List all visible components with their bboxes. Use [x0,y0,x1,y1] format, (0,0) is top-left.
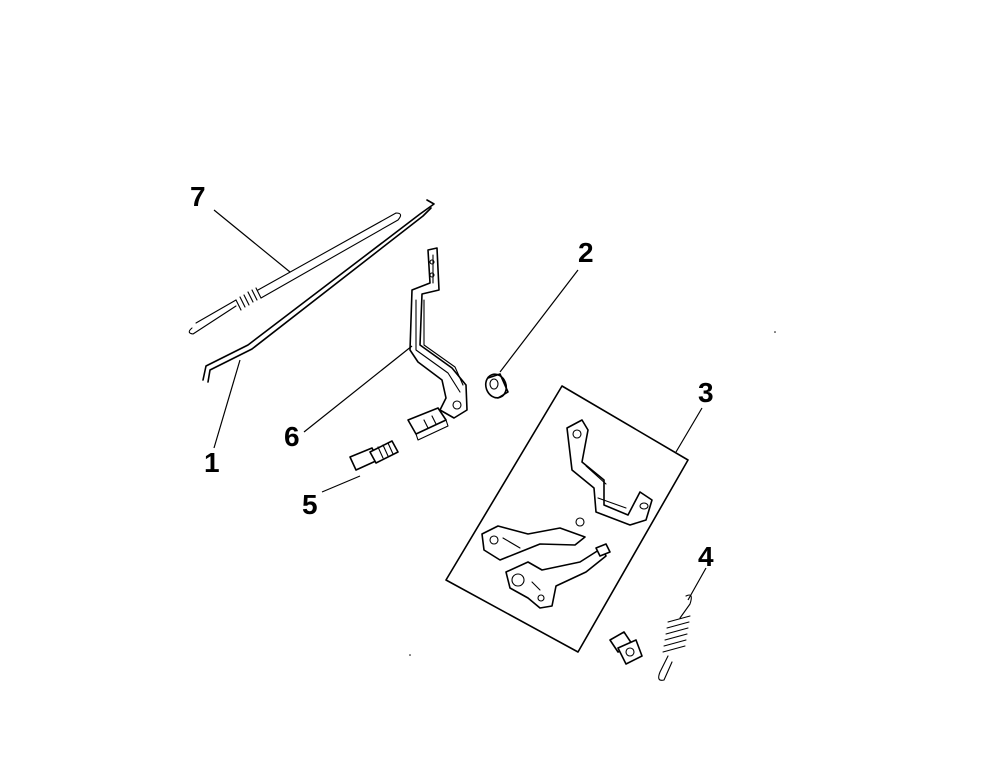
governor-lever [407,247,468,441]
label-part-6: 6 [284,421,300,452]
bolt [349,440,399,471]
label-part-1: 1 [204,447,220,478]
return-spring [658,594,692,681]
governor-link-rod [202,199,435,383]
leader-lines [213,209,707,601]
label-part-3: 3 [698,377,714,408]
hex-screw [609,631,643,665]
callout-labels: 7 2 3 6 1 5 4 [190,181,714,572]
label-part-2: 2 [578,237,594,268]
governor-spring-link [188,212,402,335]
label-part-7: 7 [190,181,206,212]
scan-specks [409,331,776,656]
bushing [484,373,509,399]
control-bracket-assembly [445,385,689,653]
label-part-5: 5 [302,489,318,520]
label-part-4: 4 [698,541,714,572]
